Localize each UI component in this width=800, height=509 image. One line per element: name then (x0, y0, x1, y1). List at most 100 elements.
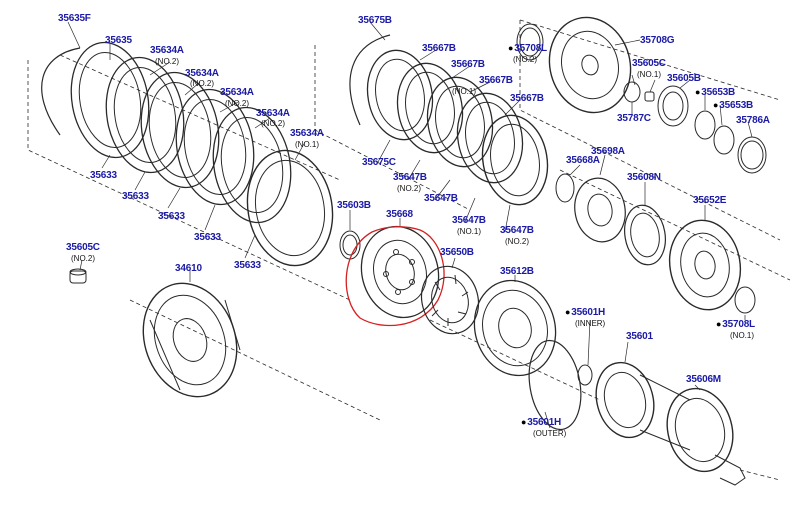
note-no1: (NO.1) (637, 70, 661, 79)
label-35633-1[interactable]: 35633 (90, 170, 117, 181)
bullet-icon: ● (565, 307, 571, 317)
race-35653B-1 (694, 110, 716, 140)
note-no2: (NO.2) (505, 237, 529, 246)
label-35653B-1[interactable]: ●35653B (695, 87, 735, 98)
label-35612B[interactable]: 35612B (500, 266, 534, 277)
label-35786A[interactable]: 35786A (736, 115, 770, 126)
label-35708L-bottom[interactable]: ●35708L (716, 319, 755, 330)
label-35708G[interactable]: 35708G (640, 35, 675, 46)
note-no2: (NO.2) (397, 184, 421, 193)
note-no1: (NO.1) (295, 140, 319, 149)
label-35633-3[interactable]: 35633 (158, 211, 185, 222)
label-35653B-2[interactable]: ●35653B (713, 100, 753, 111)
label-35634A-5[interactable]: 35634A (290, 128, 324, 139)
leader-lines (67, 21, 753, 429)
snap-ring-35675B (349, 34, 391, 126)
note-no2: (NO.2) (155, 57, 179, 66)
label-35667B-3[interactable]: 35667B (479, 75, 513, 86)
note-no2: (NO.2) (513, 55, 537, 64)
label-text: 35601H (571, 307, 606, 318)
note-no1: (NO.1) (452, 87, 476, 96)
highlight-circle (345, 226, 445, 327)
label-35698A[interactable]: 35698A (591, 146, 625, 157)
note-no2: (NO.2) (190, 79, 214, 88)
bearing-35608N (624, 204, 666, 266)
bearing-35605B (657, 85, 689, 127)
snap-ring-35635F (41, 47, 81, 136)
label-35647B-3[interactable]: 35647B (452, 215, 486, 226)
assembly-axis-lines (27, 19, 791, 481)
bullet-icon: ● (695, 87, 701, 97)
label-35675C[interactable]: 35675C (362, 157, 396, 168)
label-35668[interactable]: 35668 (386, 209, 413, 220)
note-no1: (NO.1) (457, 227, 481, 236)
label-35668A[interactable]: 35668A (566, 155, 600, 166)
label-35633-4[interactable]: 35633 (194, 232, 221, 243)
clutch-pack-35667B (366, 49, 549, 206)
clutch-pack-35634A (70, 41, 334, 267)
bullet-icon: ● (713, 100, 719, 110)
label-35634A-4[interactable]: 35634A (256, 108, 290, 119)
note-no2: (NO.2) (71, 254, 95, 263)
label-text: 35601H (527, 417, 562, 428)
bullet-icon: ● (521, 417, 527, 427)
label-35605C-left[interactable]: 35605C (66, 242, 100, 253)
shaft-35601 (595, 361, 691, 451)
seal-ring-35601H-inner (577, 364, 593, 386)
ring-35786A (737, 136, 767, 174)
label-35601H-outer[interactable]: ●35601H (521, 417, 561, 428)
label-35787C[interactable]: 35787C (617, 113, 651, 124)
label-35708L-top[interactable]: ●35708L (508, 43, 547, 54)
label-35633-2[interactable]: 35633 (122, 191, 149, 202)
label-text: 35708L (514, 43, 547, 54)
label-35601[interactable]: 35601 (626, 331, 653, 342)
label-35605B[interactable]: 35605B (667, 73, 701, 84)
label-35635[interactable]: 35635 (105, 35, 132, 46)
label-text: 35708L (722, 319, 755, 330)
note-no2: (NO.2) (261, 119, 285, 128)
drum-35652E (668, 219, 742, 311)
note-no1: (NO.1) (730, 331, 754, 340)
o-ring-35708L-bottom (734, 286, 756, 314)
label-35605C-right[interactable]: 35605C (632, 58, 666, 69)
drum-35708G (548, 16, 632, 114)
label-35634A-1[interactable]: 35634A (150, 45, 184, 56)
label-35675B[interactable]: 35675B (358, 15, 392, 26)
cap-35605C-left (69, 270, 87, 284)
label-35606M[interactable]: 35606M (686, 374, 721, 385)
label-35647B-2[interactable]: 35647B (424, 193, 458, 204)
note-no2: (NO.2) (225, 99, 249, 108)
spring-35650B (420, 265, 480, 335)
bullet-icon: ● (508, 43, 514, 53)
label-35634A-2[interactable]: 35634A (185, 68, 219, 79)
race-35653B-2 (713, 125, 735, 155)
plate-35698A (574, 177, 626, 243)
label-35667B-4[interactable]: 35667B (510, 93, 544, 104)
bullet-icon: ● (716, 319, 722, 329)
label-35650B[interactable]: 35650B (440, 247, 474, 258)
label-35635F[interactable]: 35635F (58, 13, 91, 24)
washer-35787C (623, 81, 641, 103)
label-35647B-4[interactable]: 35647B (500, 225, 534, 236)
label-35647B-1[interactable]: 35647B (393, 172, 427, 183)
gear-35606M (666, 387, 746, 486)
cap-35605C-right (644, 91, 655, 102)
label-35633-5[interactable]: 35633 (234, 260, 261, 271)
label-34610[interactable]: 34610 (175, 263, 202, 274)
clutch-drum-34610 (142, 282, 241, 398)
label-35667B-2[interactable]: 35667B (451, 59, 485, 70)
label-text: 35653B (719, 100, 754, 111)
label-35601H-inner[interactable]: ●35601H (565, 307, 605, 318)
ring-35668A (555, 173, 575, 203)
note-outer: (OUTER) (533, 429, 567, 438)
label-35634A-3[interactable]: 35634A (220, 87, 254, 98)
label-35603B[interactable]: 35603B (337, 200, 371, 211)
label-35608N[interactable]: 35608N (627, 172, 661, 183)
label-35652E[interactable]: 35652E (693, 195, 727, 206)
label-35667B-1[interactable]: 35667B (422, 43, 456, 54)
hub-35612B (473, 279, 557, 377)
note-inner: (INNER) (575, 319, 606, 328)
label-text: 35653B (701, 87, 736, 98)
